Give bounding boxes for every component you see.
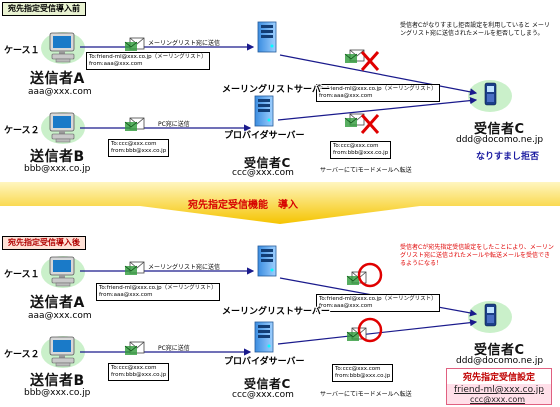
setting-title: 宛先指定受信設定	[447, 369, 551, 384]
message-line: To:friend-ml@xxx.co.jp（メーリングリスト）	[99, 285, 217, 291]
provider-server-icon	[254, 95, 274, 127]
note-after: 受信者Cが宛先指定受信設定をしたことにより、メーリングリスト宛に送信されたメール…	[400, 244, 554, 267]
setting-line-2: ccc@xxx.com	[470, 395, 526, 404]
provider-server-icon	[254, 321, 274, 353]
message-line: from:bbb@xxx.co.jp	[111, 148, 167, 154]
case-label-1: ケース１	[4, 46, 40, 56]
receiver-phone-icon	[484, 82, 497, 106]
message-line: To:friend-ml@xxx.co.jp（メーリングリスト）	[319, 86, 437, 92]
ml-server-label: メーリングリストサーバー	[222, 307, 330, 317]
case-label-2: ケース２	[4, 126, 40, 136]
message-box-b: To:ccc@xxx.com from:bbb@xxx.co.jp	[108, 139, 170, 157]
message-line: To:friend-ml@xxx.co.jp（メーリングリスト）	[319, 296, 437, 302]
message-box-ml-out: To:friend-ml@xxx.co.jp（メーリングリスト） from:aa…	[316, 294, 440, 312]
sender-b-computer-icon	[49, 336, 75, 367]
ml-server-icon	[257, 21, 277, 53]
message-line: from:aaa@xxx.com	[99, 292, 153, 298]
sender-a-name: 送信者A	[30, 71, 85, 87]
ml-server-icon	[257, 245, 277, 277]
sender-a-name: 送信者A	[30, 295, 85, 311]
to-ml-label: メーリングリスト宛に送信	[148, 264, 221, 271]
forward-note: サーバーにてiモードメールへ転送	[320, 391, 412, 398]
envelope-icon	[124, 37, 145, 52]
section-title-before: 宛先指定受信導入前	[2, 2, 86, 16]
envelope-icon	[124, 117, 145, 132]
message-line: To:ccc@xxx.com	[111, 365, 157, 371]
message-box-a: To:friend-ml@xxx.co.jp（メーリングリスト） from:aa…	[96, 283, 220, 301]
message-line: from:aaa@xxx.com	[319, 93, 373, 99]
reject-x-icon	[360, 114, 380, 134]
ml-server-label: メーリングリストサーバー	[222, 85, 330, 95]
sender-a-computer-icon	[49, 32, 75, 63]
sender-b-name: 送信者B	[30, 373, 85, 389]
sender-b-addr: bbb@xxx.co.jp	[24, 164, 91, 174]
receiver-c-addr-pc: ccc@xxx.com	[232, 168, 294, 178]
receiver-c-docomo: ddd@docomo.ne.jp	[456, 356, 544, 366]
sender-a-addr: aaa@xxx.com	[28, 87, 92, 97]
destination-setting-box: 宛先指定受信設定 friend-ml@xxx.co.jp	[446, 368, 552, 405]
receiver-phone-icon	[484, 303, 497, 327]
message-box-b: To:ccc@xxx.com from:bbb@xxx.co.jp	[108, 363, 170, 381]
message-line: To:ccc@xxx.com	[335, 366, 381, 372]
receiver-c-name: 受信者C	[474, 122, 525, 137]
message-box-a: To:friend-ml@xxx.co.jp（メーリングリスト） from:aa…	[86, 52, 210, 70]
receiver-c-addr-pc: ccc@xxx.com	[232, 390, 294, 400]
to-ml-label: メーリングリスト宛に送信	[148, 40, 221, 47]
spoof-reject-label: なりすまし拒否	[476, 152, 540, 162]
envelope-icon	[124, 261, 145, 276]
message-box-fwd: To:ccc@xxx.com from:bbb@xxx.co.jp	[332, 364, 394, 382]
case-label-2: ケース２	[4, 350, 40, 360]
banner-arrow	[0, 182, 560, 224]
note-before: 受信者Cがなりすまし拒否設定を利用していると メーリングリスト宛に送信されたメー…	[400, 22, 550, 37]
case-label-1: ケース１	[4, 270, 40, 280]
message-line: from:bbb@xxx.co.jp	[333, 150, 389, 156]
banner-text: 宛先指定受信機能 導入	[188, 200, 298, 211]
message-line: from:aaa@xxx.com	[89, 61, 143, 67]
message-box-ml-out: To:friend-ml@xxx.co.jp（メーリングリスト） from:aa…	[316, 84, 440, 102]
sender-a-addr: aaa@xxx.com	[28, 311, 92, 321]
receiver-c-docomo: ddd@docomo.ne.jp	[456, 135, 544, 145]
sender-b-addr: bbb@xxx.co.jp	[24, 388, 91, 398]
accept-circle-icon	[357, 317, 383, 343]
receiver-c-name: 受信者C	[474, 343, 525, 358]
accept-circle-icon	[357, 262, 383, 288]
provider-server-label: プロバイダサーバー	[224, 357, 305, 367]
setting-line-1: friend-ml@xxx.co.jp	[453, 385, 545, 395]
to-pc-label: PC宛に送信	[158, 121, 190, 128]
section-title-after: 宛先指定受信導入後	[2, 236, 86, 250]
sender-b-name: 送信者B	[30, 149, 85, 165]
to-pc-label: PC宛に送信	[158, 345, 190, 352]
envelope-icon	[344, 49, 365, 64]
message-line: To:ccc@xxx.com	[111, 141, 157, 147]
provider-server-label: プロバイダサーバー	[224, 131, 305, 141]
message-line: from:bbb@xxx.co.jp	[111, 372, 167, 378]
receiver-c-name-pc: 受信者C	[244, 156, 291, 170]
message-line: from:bbb@xxx.co.jp	[335, 373, 391, 379]
receiver-c-name-pc: 受信者C	[244, 377, 291, 391]
envelope-icon	[124, 341, 145, 356]
message-line: To:friend-ml@xxx.co.jp（メーリングリスト）	[89, 54, 207, 60]
sender-a-computer-icon	[49, 256, 75, 287]
message-box-fwd: To:ccc@xxx.com from:bbb@xxx.co.jp	[330, 141, 392, 159]
sender-b-computer-icon	[49, 112, 75, 143]
message-line: from:aaa@xxx.com	[319, 303, 373, 309]
message-line: To:ccc@xxx.com	[333, 143, 379, 149]
reject-x-icon	[360, 51, 380, 71]
forward-note: サーバーにてiモードメールへ転送	[320, 167, 412, 174]
